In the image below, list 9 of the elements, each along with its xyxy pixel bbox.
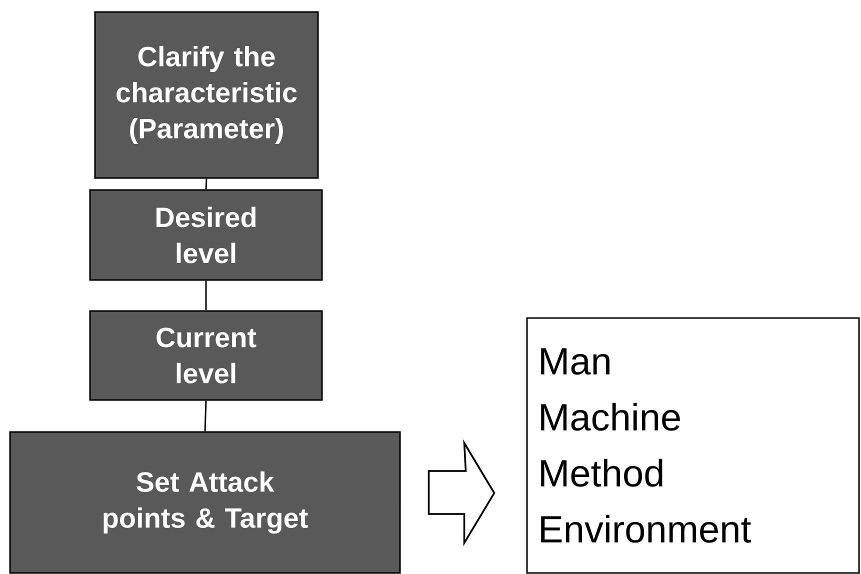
process-box: Desired level — [89, 189, 323, 281]
block-arrow — [428, 439, 496, 546]
connector-line — [205, 178, 208, 190]
list-box: Man Machine Method Environment — [526, 317, 860, 574]
process-box: Clarify the characteristic (Parameter) — [94, 11, 319, 179]
process-box: Set Attack points & Target — [9, 431, 401, 574]
connector-line — [205, 280, 207, 310]
connector-line — [204, 400, 207, 432]
process-box: Current level — [89, 310, 323, 401]
